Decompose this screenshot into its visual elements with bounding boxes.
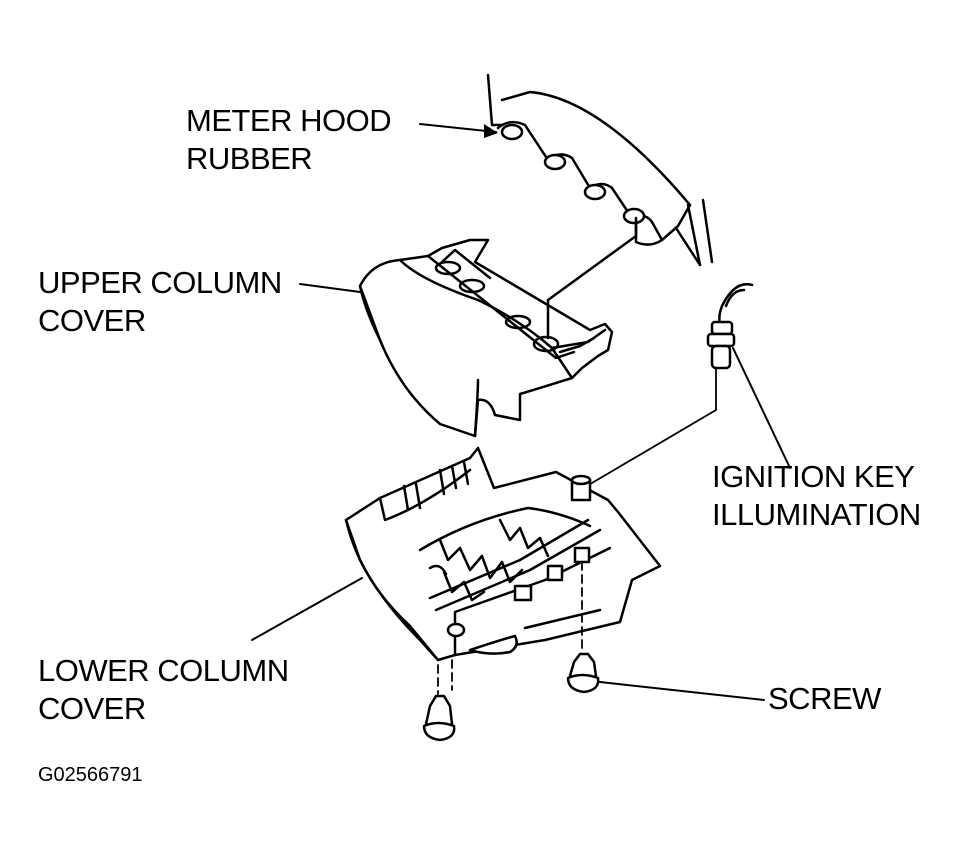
upper-column-cover-label-line1: UPPER COLUMN <box>38 265 282 300</box>
ignition-key-illumination-label: IGNITION KEY ILLUMINATION <box>712 458 921 534</box>
upper-column-cover-part <box>358 216 638 438</box>
ignition-key-illumination-label-line1: IGNITION KEY <box>712 459 915 494</box>
ignition-key-illumination-part <box>579 282 754 491</box>
lower-column-cover-label-line1: LOWER COLUMN <box>38 653 289 688</box>
alignment-lines <box>437 561 583 695</box>
upper-column-cover-label-line2: COVER <box>38 303 146 338</box>
screw-label: SCREW <box>768 681 881 716</box>
figure-code: G02566791 <box>38 764 143 786</box>
meter-hood-rubber-part <box>486 73 714 267</box>
lower-column-cover-label: LOWER COLUMN COVER <box>38 652 289 728</box>
lower-column-cover-part <box>344 446 662 662</box>
meter-hood-rubber-label-line1: METER HOOD <box>186 103 392 138</box>
lower-column-cover-label-line2: COVER <box>38 691 146 726</box>
meter-hood-rubber-label: METER HOOD RUBBER <box>186 102 392 178</box>
leader-lines <box>251 123 791 701</box>
ignition-key-illumination-label-line2: ILLUMINATION <box>712 497 921 532</box>
screw-parts <box>422 652 600 742</box>
upper-column-cover-label: UPPER COLUMN COVER <box>38 264 282 340</box>
arrowheads <box>484 124 498 138</box>
meter-hood-rubber-label-line2: RUBBER <box>186 141 313 176</box>
